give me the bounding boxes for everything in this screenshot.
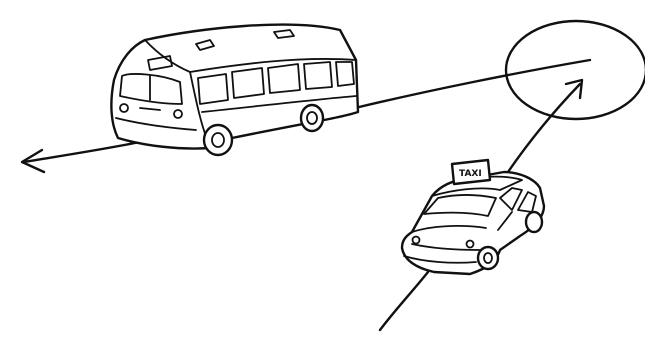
target-ellipse: [506, 21, 645, 119]
bus-wheel-front: [204, 125, 232, 155]
taxi-path-line-bottom: [380, 272, 428, 330]
taxi-icon: TAXI: [402, 160, 544, 274]
taxi-wheel-rear: [526, 212, 542, 232]
taxi-roof-sign-text: TAXI: [459, 169, 482, 179]
taxi-body: [402, 172, 544, 274]
taxi-wheel-front: [478, 247, 498, 269]
bus-icon: [111, 25, 358, 155]
bus-path-line-left: [24, 142, 140, 162]
bus-wheel-rear: [301, 105, 323, 131]
bus-path-line: [355, 60, 590, 108]
